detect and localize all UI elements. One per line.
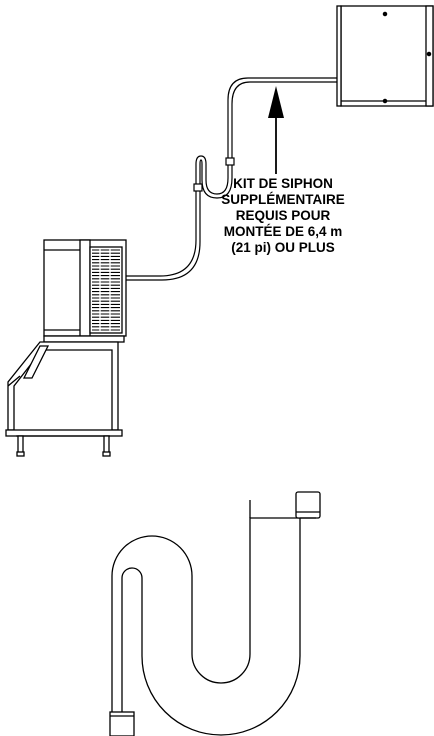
callout-line-2: SUPPLÉMENTAIRE xyxy=(221,192,345,207)
callout-line-1: KIT DE SIPHON xyxy=(233,176,333,191)
ice-storage-bin xyxy=(5,335,125,457)
refrigerant-line-set xyxy=(124,77,337,281)
siphon-kit-callout: KIT DE SIPHON SUPPLÉMENTAIRE REQUIS POUR… xyxy=(218,176,348,256)
ice-machine-head xyxy=(43,239,127,337)
up-arrow-icon xyxy=(268,86,284,174)
remote-condenser xyxy=(336,5,434,107)
callout-line-3: REQUIS POUR xyxy=(235,208,331,223)
condenser-grille xyxy=(92,248,120,332)
siphon-trap-detail xyxy=(109,491,321,736)
callout-line-5: (21 pi) OU PLUS xyxy=(231,240,335,255)
callout-line-4: MONTÉE DE 6,4 m xyxy=(223,224,343,239)
